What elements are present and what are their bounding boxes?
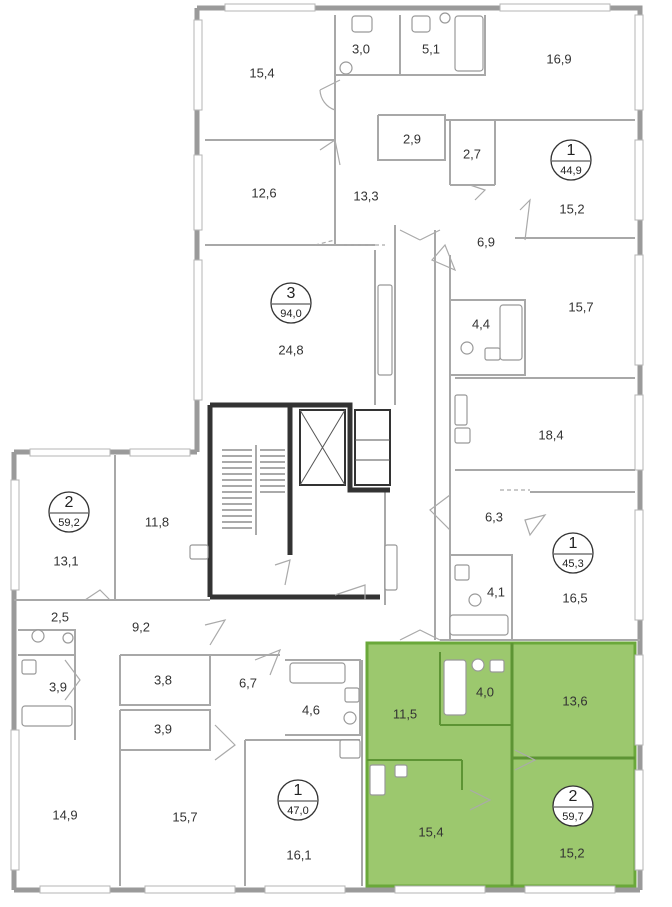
- apartment-badge-3room[interactable]: 3 94,0: [270, 282, 312, 324]
- room-area: 2,5: [51, 609, 69, 624]
- apartment-area: 59,2: [58, 517, 79, 529]
- room-area: 13,3: [353, 188, 378, 203]
- room-area: 11,8: [145, 514, 169, 529]
- room-area: 5,1: [422, 41, 440, 56]
- apartment-rooms: 2: [65, 494, 74, 511]
- room-area: 4,0: [476, 684, 494, 699]
- apartment-badge-1room-upper[interactable]: 1 44,9: [550, 139, 592, 181]
- room-area: 3,8: [154, 672, 172, 687]
- room-area: 4,1: [487, 584, 505, 599]
- room-area: 15,2: [559, 845, 584, 860]
- room-area: 4,4: [472, 316, 490, 331]
- room-area: 13,1: [53, 553, 78, 568]
- room-area: 14,9: [52, 807, 77, 822]
- apartment-area: 45,3: [562, 558, 583, 570]
- apartment-badge-2room-left[interactable]: 2 59,2: [48, 491, 90, 533]
- room-area: 15,2: [559, 201, 584, 216]
- apartment-rooms: 2: [569, 788, 578, 805]
- room-area: 3,0: [352, 41, 370, 56]
- room-area: 12,6: [251, 185, 276, 200]
- windows: [10, 3, 644, 894]
- room-area: 6,3: [485, 509, 503, 524]
- apartment-area: 44,9: [560, 165, 581, 177]
- room-area: 18,4: [538, 427, 563, 442]
- doors: [64, 79, 547, 811]
- room-area: 9,2: [132, 619, 150, 634]
- apartment-area: 47,0: [287, 805, 308, 817]
- room-area: 6,9: [477, 234, 495, 249]
- room-area: 11,5: [393, 706, 417, 721]
- apartment-rooms: 1: [567, 142, 576, 159]
- room-area: 15,4: [249, 65, 274, 80]
- room-area: 3,9: [154, 721, 172, 736]
- room-area: 16,5: [562, 590, 587, 605]
- room-area: 2,9: [403, 131, 421, 146]
- fixtures: [21, 12, 523, 796]
- apartment-rooms: 1: [294, 782, 303, 799]
- apartment-rooms: 1: [569, 535, 578, 552]
- apartment-area: 94,0: [280, 308, 301, 320]
- room-area: 16,9: [546, 51, 571, 66]
- room-area: 24,8: [278, 342, 303, 357]
- room-area: 16,1: [286, 847, 311, 862]
- apartment-badge-1room-right[interactable]: 1 45,3: [552, 532, 594, 574]
- building-core: [207, 402, 391, 600]
- selected-apartment-fill: [365, 641, 637, 888]
- room-labels: 15,4 3,0 5,1 16,9 2,9 2,7 12,6 13,3 15,2…: [49, 41, 594, 862]
- room-area: 15,4: [418, 824, 443, 839]
- room-area: 6,7: [239, 675, 257, 690]
- apartment-rooms: 3: [287, 285, 296, 302]
- apartment-area: 59,7: [562, 811, 583, 823]
- room-area: 4,6: [302, 702, 320, 717]
- room-area: 2,7: [463, 146, 481, 161]
- apartment-badge-2room-selected[interactable]: 2 59,7: [552, 785, 594, 827]
- selected-apartment[interactable]: [365, 641, 637, 888]
- room-area: 15,7: [568, 299, 593, 314]
- room-area: 13,6: [562, 693, 587, 708]
- apartment-badge-1room-bottom[interactable]: 1 47,0: [277, 779, 319, 821]
- room-area: 3,9: [49, 679, 67, 694]
- room-area: 15,7: [172, 809, 197, 824]
